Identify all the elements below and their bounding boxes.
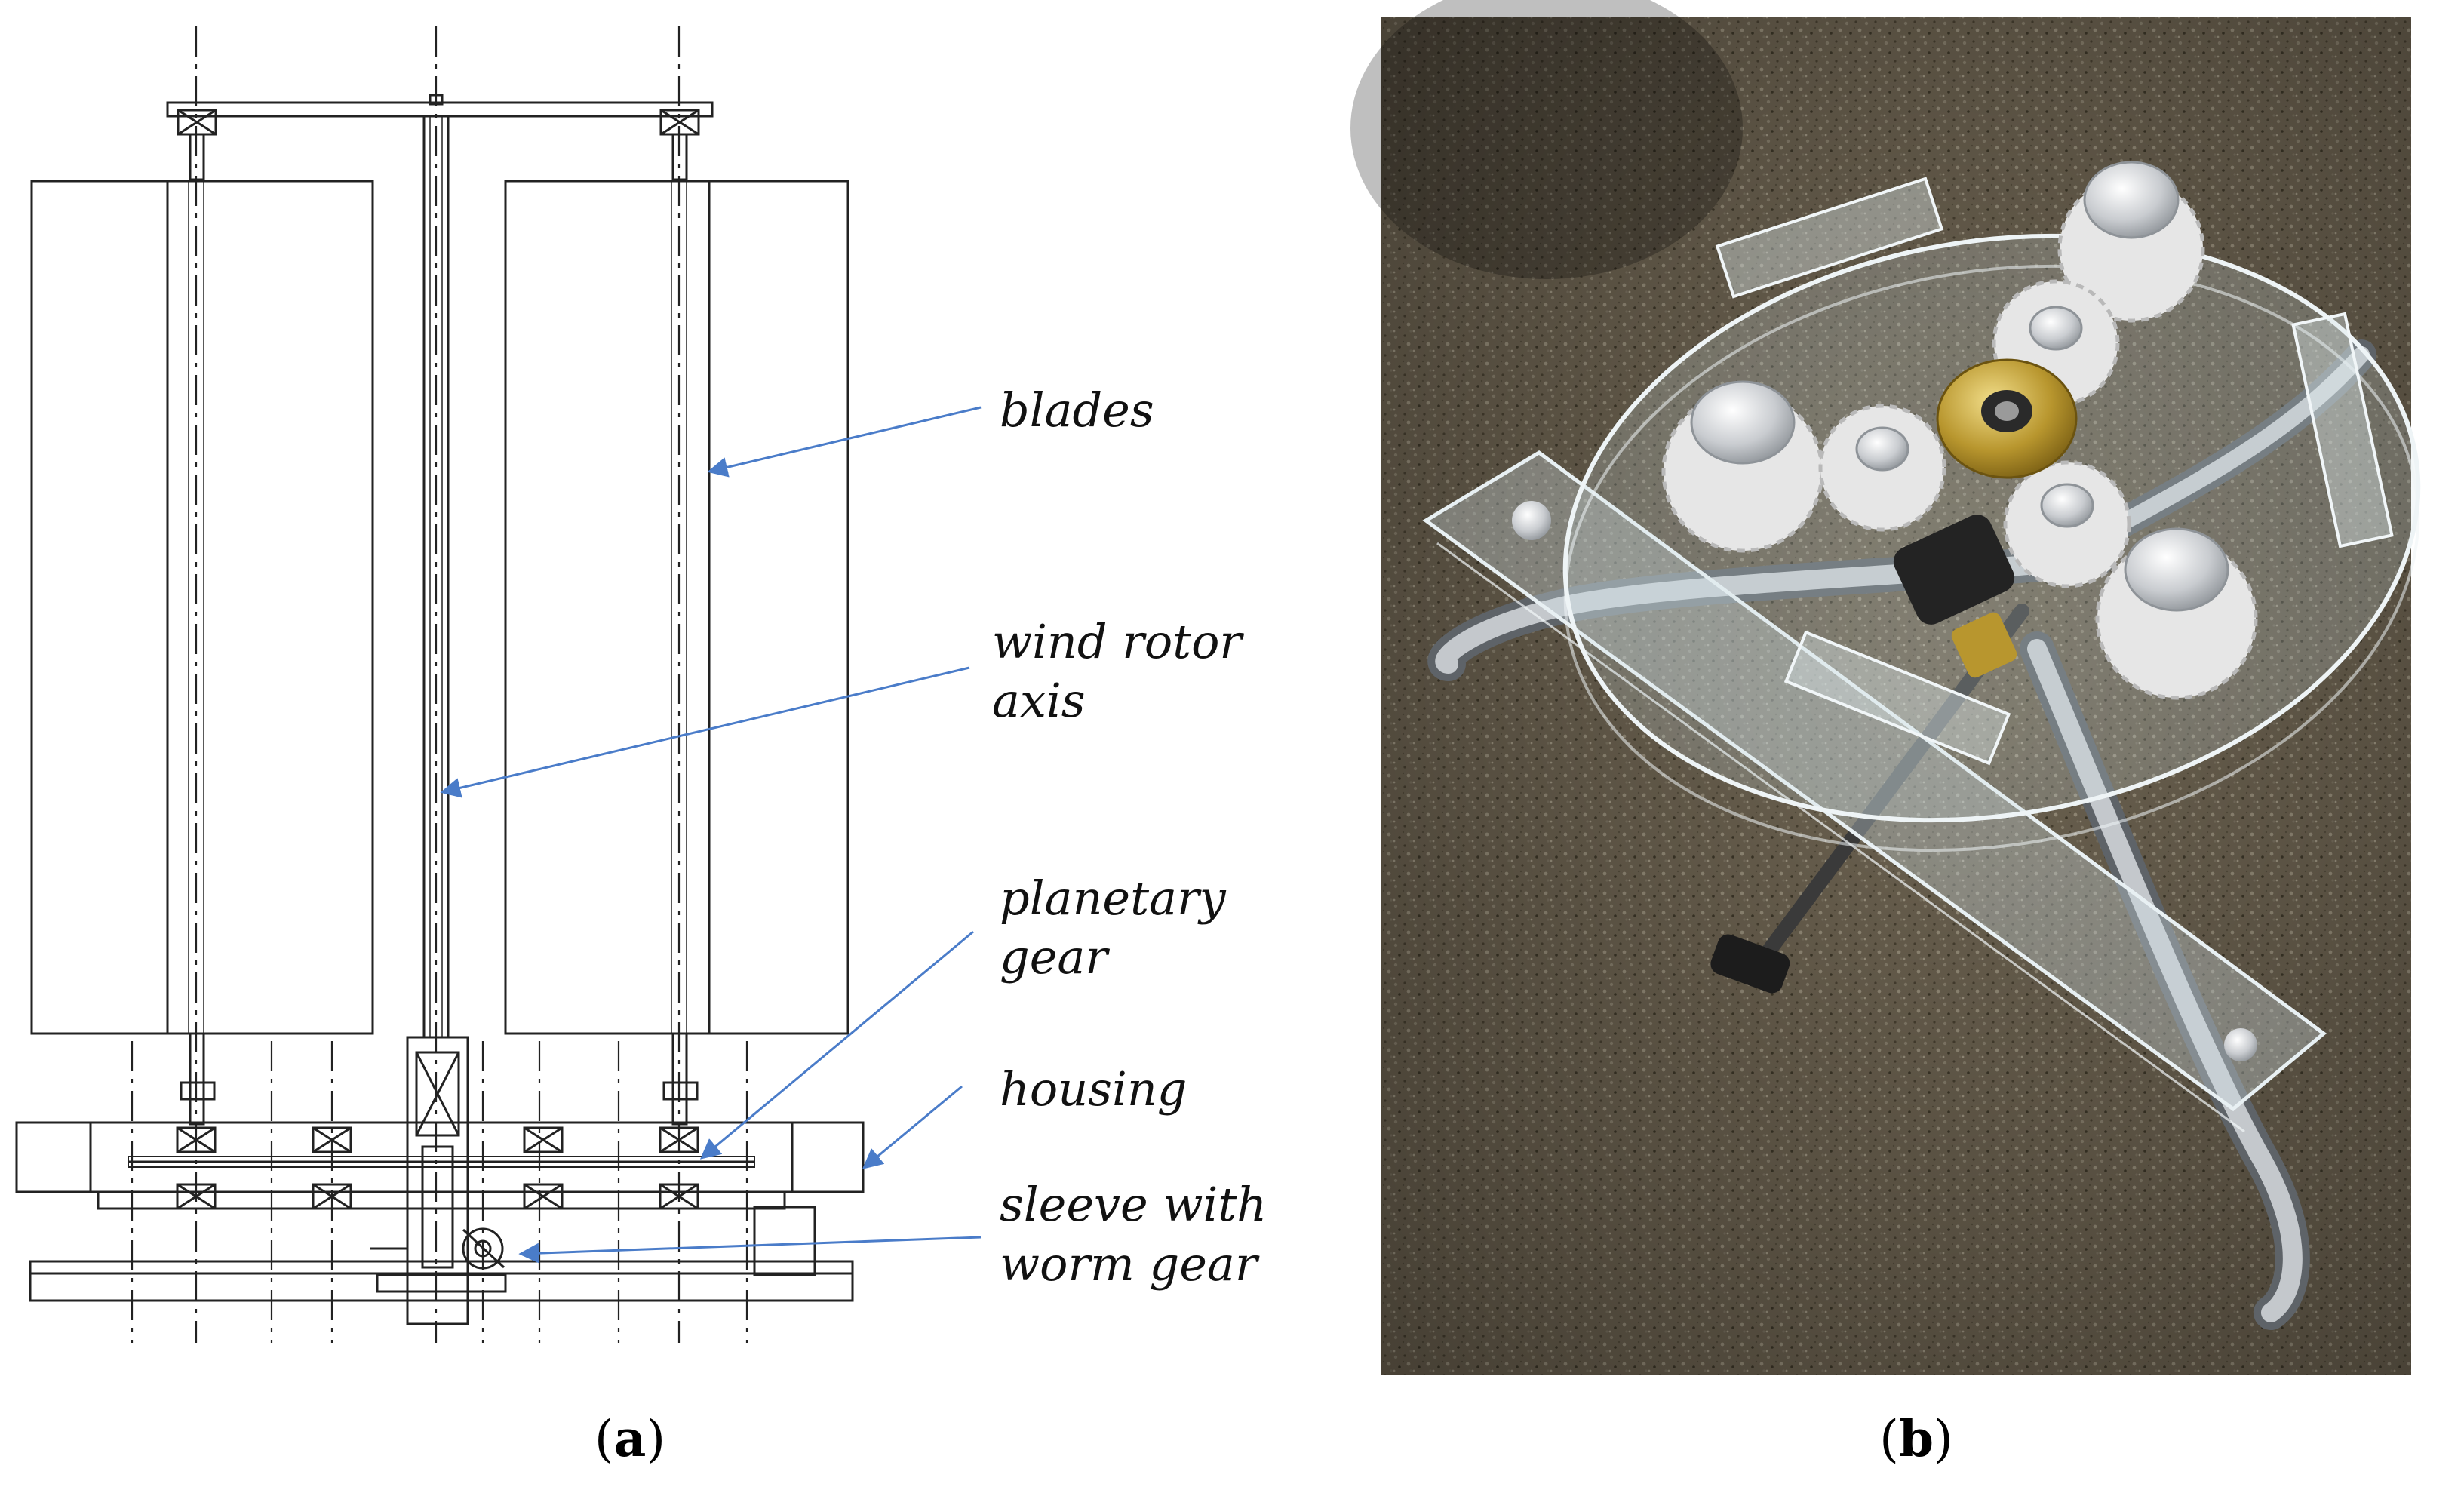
photo-legs bbox=[1427, 339, 2376, 1330]
planetary-bearings bbox=[176, 1126, 699, 1210]
callout-labels: blades wind rotor axis planetary gear ho… bbox=[992, 382, 1267, 1292]
label-planetary-line1: planetary bbox=[1000, 871, 1227, 926]
top-bearing-left bbox=[177, 109, 217, 181]
photo-worm-drive bbox=[1893, 515, 2017, 678]
arrow-blades bbox=[707, 406, 982, 478]
photo-knob bbox=[1710, 934, 1790, 994]
caption-a: (a) bbox=[594, 1409, 665, 1468]
caption-b-letter: b bbox=[1899, 1409, 1934, 1468]
label-sleeve-line2: worm gear bbox=[1000, 1236, 1260, 1292]
center-lines bbox=[131, 26, 748, 1343]
svg-text:(b): (b) bbox=[1879, 1409, 1953, 1468]
arrow-sleeve bbox=[518, 1236, 982, 1264]
blade-left bbox=[30, 180, 374, 1035]
lower-shafts bbox=[180, 1032, 699, 1126]
caption-b: (b) bbox=[1879, 1409, 1953, 1468]
top-bearing-right bbox=[659, 109, 700, 181]
photo-aluminum-hubs bbox=[1690, 161, 2229, 612]
motor-box bbox=[753, 1206, 816, 1276]
label-housing: housing bbox=[1000, 1061, 1187, 1117]
photo-sun-gear bbox=[1936, 358, 2078, 479]
top-arm bbox=[166, 101, 714, 118]
technical-drawing bbox=[15, 26, 865, 1343]
blade-right bbox=[504, 180, 849, 1035]
arrow-housing bbox=[862, 1085, 963, 1169]
callout-arrows bbox=[440, 406, 982, 1264]
label-rotor-axis-line1: wind rotor bbox=[992, 614, 1244, 669]
hub-sleeve bbox=[406, 1036, 469, 1325]
arrow-planetary bbox=[699, 930, 974, 1160]
label-sleeve-line1: sleeve with bbox=[1000, 1177, 1267, 1232]
photo-acrylic-bar bbox=[1422, 450, 2327, 1133]
caption-a-letter: a bbox=[614, 1409, 647, 1468]
label-blades: blades bbox=[1000, 382, 1154, 438]
label-planetary-line2: gear bbox=[1000, 929, 1110, 984]
label-rotor-axis-line2: axis bbox=[992, 673, 1086, 728]
arrow-rotor-axis bbox=[440, 666, 970, 798]
rotor-axis bbox=[422, 116, 450, 1037]
base-plate bbox=[29, 1260, 854, 1302]
prototype-photo bbox=[1350, 0, 2421, 1375]
svg-text:(a): (a) bbox=[594, 1409, 665, 1468]
